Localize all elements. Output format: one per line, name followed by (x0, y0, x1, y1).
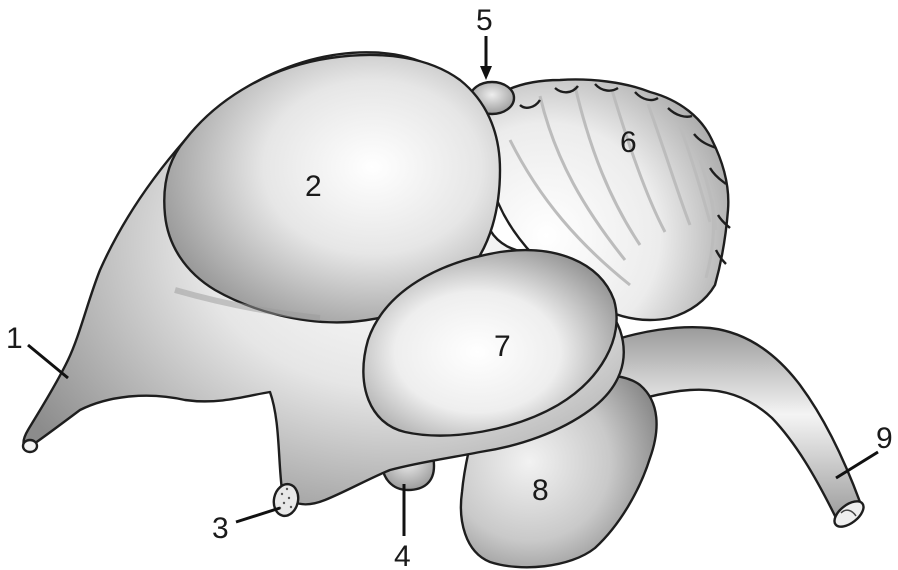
label-8: 8 (532, 474, 549, 507)
label-2: 2 (305, 170, 322, 203)
pointer-1 (28, 345, 68, 378)
label-9: 9 (876, 422, 893, 455)
label-1: 1 (6, 322, 23, 355)
label-4: 4 (394, 540, 411, 570)
label-5: 5 (476, 4, 493, 37)
label-6: 6 (620, 126, 637, 159)
pointer-3 (236, 508, 280, 522)
label-3: 3 (212, 512, 229, 545)
label-7: 7 (494, 330, 511, 363)
arrowhead-5 (480, 66, 492, 80)
